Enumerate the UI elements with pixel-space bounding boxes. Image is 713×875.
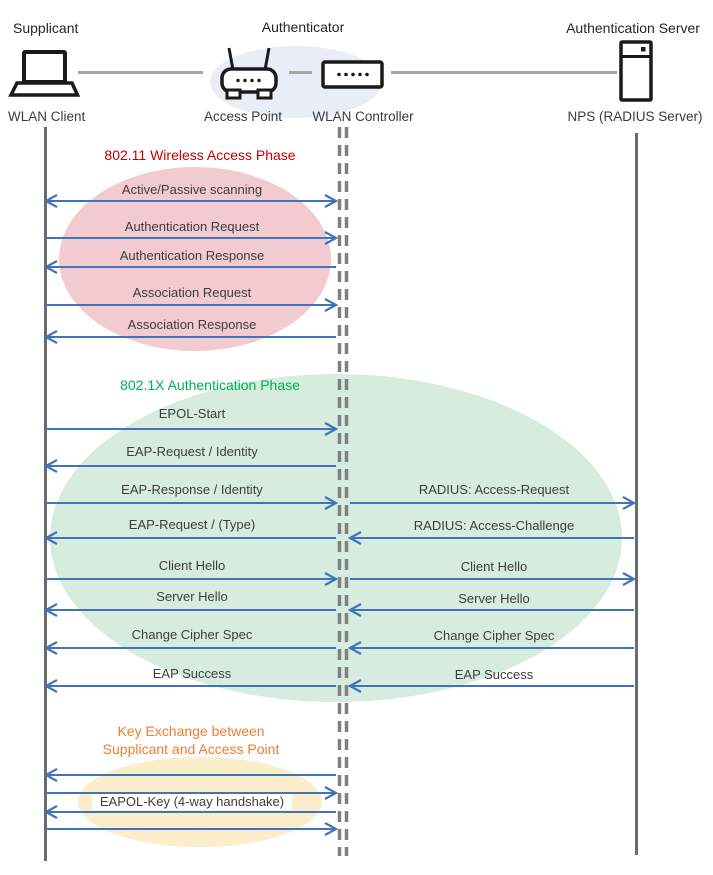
phase-ellipses — [50, 167, 622, 847]
key-exchange-phase-ellipse — [78, 757, 322, 847]
laptop-icon — [8, 50, 81, 97]
nps-radius-server-label: NPS (RADIUS Server) — [567, 109, 703, 124]
wireless-access-phase-ellipse — [59, 167, 331, 351]
wlan-controller-icon — [321, 60, 384, 89]
access-point-label: Access Point — [203, 109, 283, 124]
server-icon — [619, 40, 653, 102]
wlan-client-label: WLAN Client — [8, 109, 86, 124]
message-arrows — [43, 194, 637, 836]
authenticator-role-label: Authenticator — [261, 19, 345, 35]
access-point-icon — [220, 47, 278, 100]
wlan-controller-label: WLAN Controller — [312, 109, 414, 124]
auth-server-role-label: Authentication Server — [566, 20, 700, 36]
controller-dashed-lifeline — [337, 127, 349, 856]
supplicant-role-label: Supplicant — [13, 20, 79, 36]
